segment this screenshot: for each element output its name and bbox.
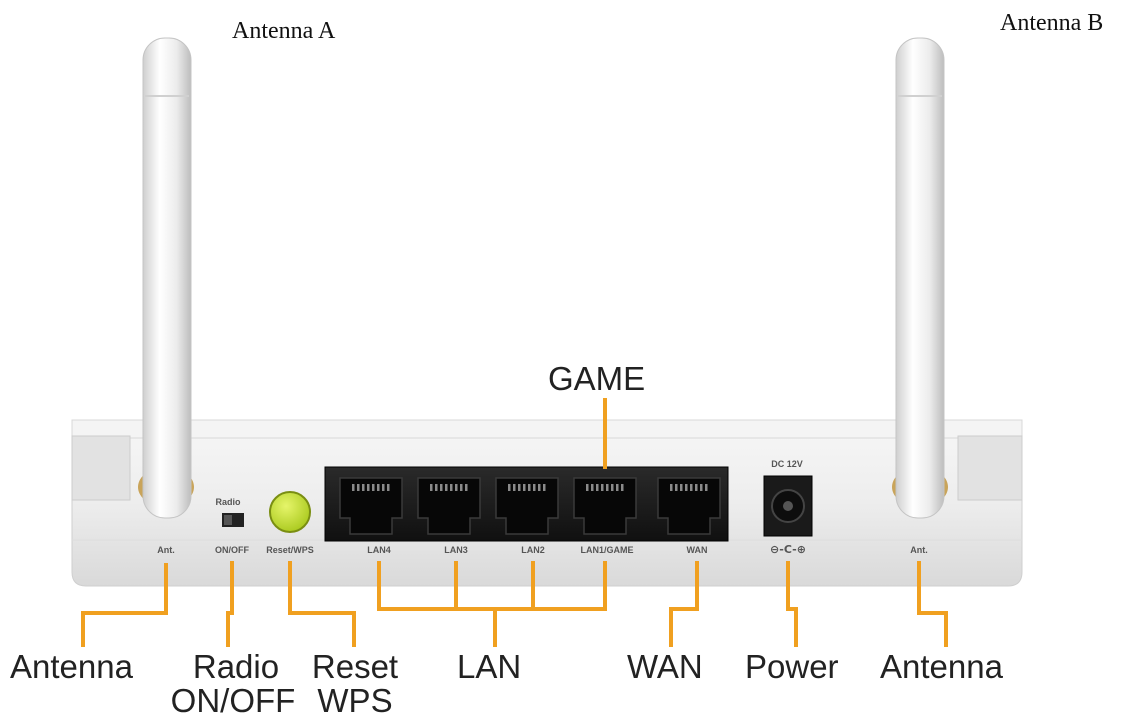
device-label-polarity: ⊖-C-⊕ [770,543,806,556]
callout-wan: WAN [627,648,703,685]
rj45-ports [339,477,721,535]
antenna-right [895,37,945,519]
rj45-port-lan2 [495,477,559,535]
callout-line-lan [377,561,607,611]
callout-radio-line1: Radio [192,648,280,685]
rj45-port-wan [657,477,721,535]
callout-radio-line2: ON/OFF [170,682,296,719]
device-label-lan1-game: LAN1/GAME [580,545,634,555]
device-label-wan: WAN [686,545,708,555]
callout-power: Power [745,648,839,685]
device-label-lan4: LAN4 [367,545,391,555]
callout-reset-line1: Reset [311,648,399,685]
rj45-port-lan1-game [573,477,637,535]
antenna-left [142,37,192,519]
callout-lines [81,398,948,647]
callout-line-radio [226,561,234,647]
callout-game: GAME [548,360,646,397]
rj45-port-lan3 [417,477,481,535]
device-label-dc-12v: DC 12V [771,459,803,469]
callout-lan: LAN [457,648,522,685]
rj45-port-lan4 [339,477,403,535]
device-label-radio: Radio [215,497,241,507]
callout-line-antenna-right [917,561,948,647]
radio-switch [222,513,244,527]
device-label-reset-wps: Reset/WPS [266,545,314,555]
callout-line-antenna-left [81,563,168,647]
callout-antenna-left: Antenna [10,648,133,685]
callout-antenna-right: Antenna [880,648,1003,685]
device-label-ant-right: Ant. [910,545,928,555]
antenna-a-title: Antenna A [232,18,336,44]
callout-line-power [786,561,798,647]
device-label-lan2: LAN2 [521,545,545,555]
antenna-b-title: Antenna B [1000,10,1104,36]
callout-reset-line2: WPS [317,682,393,719]
callout-line-reset [288,561,356,647]
reset-wps-button [269,491,311,533]
callout-line-wan [669,561,699,647]
device-label-lan3: LAN3 [444,545,468,555]
device-label-ant-left: Ant. [157,545,175,555]
device-label-on-off: ON/OFF [215,545,249,555]
dc-power-jack [763,475,813,537]
